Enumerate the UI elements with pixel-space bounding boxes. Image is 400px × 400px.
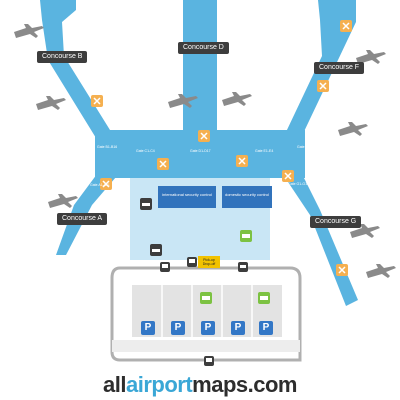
gate-a-range: Gate A1-A11 — [90, 183, 110, 187]
train-icon — [187, 257, 197, 267]
bus-icon — [160, 262, 170, 272]
airplanes — [14, 24, 396, 278]
concourse-d-label: Concourse D — [178, 42, 229, 54]
parking-icon: P — [141, 321, 155, 335]
restaurant-icon — [317, 80, 329, 92]
airplane-icon — [14, 24, 44, 38]
airplane-icon — [222, 92, 252, 106]
car-rental-icon — [240, 230, 252, 242]
restaurant-icon — [282, 170, 294, 182]
car-rental-icon — [258, 292, 270, 304]
gate-d-range: Gate D1-D17 — [190, 149, 211, 153]
airplane-icon — [168, 94, 198, 108]
restaurant-icon — [91, 95, 103, 107]
brand-prefix: all — [103, 372, 126, 397]
restaurant-icon — [236, 155, 248, 167]
restaurant-icon — [157, 158, 169, 170]
concourse-g-label: Concourse G — [310, 216, 362, 228]
bus-icon — [204, 356, 214, 366]
pickup-dropoff-zone — [198, 256, 220, 268]
bed-icon — [150, 244, 162, 256]
airplane-icon — [350, 224, 380, 238]
gate-f-range: Gate F1-F19 — [297, 145, 317, 149]
parking-icon: P — [201, 321, 215, 335]
concourse-b-label: Concourse B — [37, 51, 88, 63]
bed-icon — [140, 198, 152, 210]
concourse-a-label: Concourse A — [57, 213, 108, 225]
domestic-security-box — [222, 186, 272, 208]
gate-e-range: Gate E1-E4 — [255, 149, 274, 153]
airplane-icon — [36, 96, 66, 110]
restaurants — [91, 20, 352, 276]
concourse-f-label: Concourse F — [314, 62, 365, 74]
restaurant-icon — [198, 130, 210, 142]
restaurant-icon — [336, 264, 348, 276]
international-security-box — [158, 186, 216, 208]
restaurant-icon — [340, 20, 352, 32]
gate-c-range: Gate C1-C4 — [136, 149, 155, 153]
international-security-label: international security control — [162, 192, 212, 197]
parking-icon: P — [171, 321, 185, 335]
brand-suffix: maps.com — [192, 372, 297, 397]
pickup-dropoff-label: Pick-up Drop-off — [202, 258, 216, 266]
airplane-icon — [366, 264, 396, 278]
airplane-icon — [356, 50, 386, 64]
parking-icon: P — [231, 321, 245, 335]
parking-icon: P — [259, 321, 273, 335]
airplane-icon — [48, 194, 78, 208]
car-rental-icon — [200, 292, 212, 304]
gate-b-range: Gate B1-B16 — [97, 145, 118, 149]
airplane-icon — [338, 122, 368, 136]
gate-g-range: Gate G1-G11 — [288, 182, 309, 186]
parking-area — [110, 266, 302, 362]
domestic-security-label: domestic security control — [224, 192, 269, 197]
brand-accent: airport — [125, 372, 193, 397]
brand-logo[interactable]: allairportmaps.com — [0, 372, 400, 398]
restaurant-icon — [100, 178, 112, 190]
taxi-icon — [238, 262, 248, 272]
